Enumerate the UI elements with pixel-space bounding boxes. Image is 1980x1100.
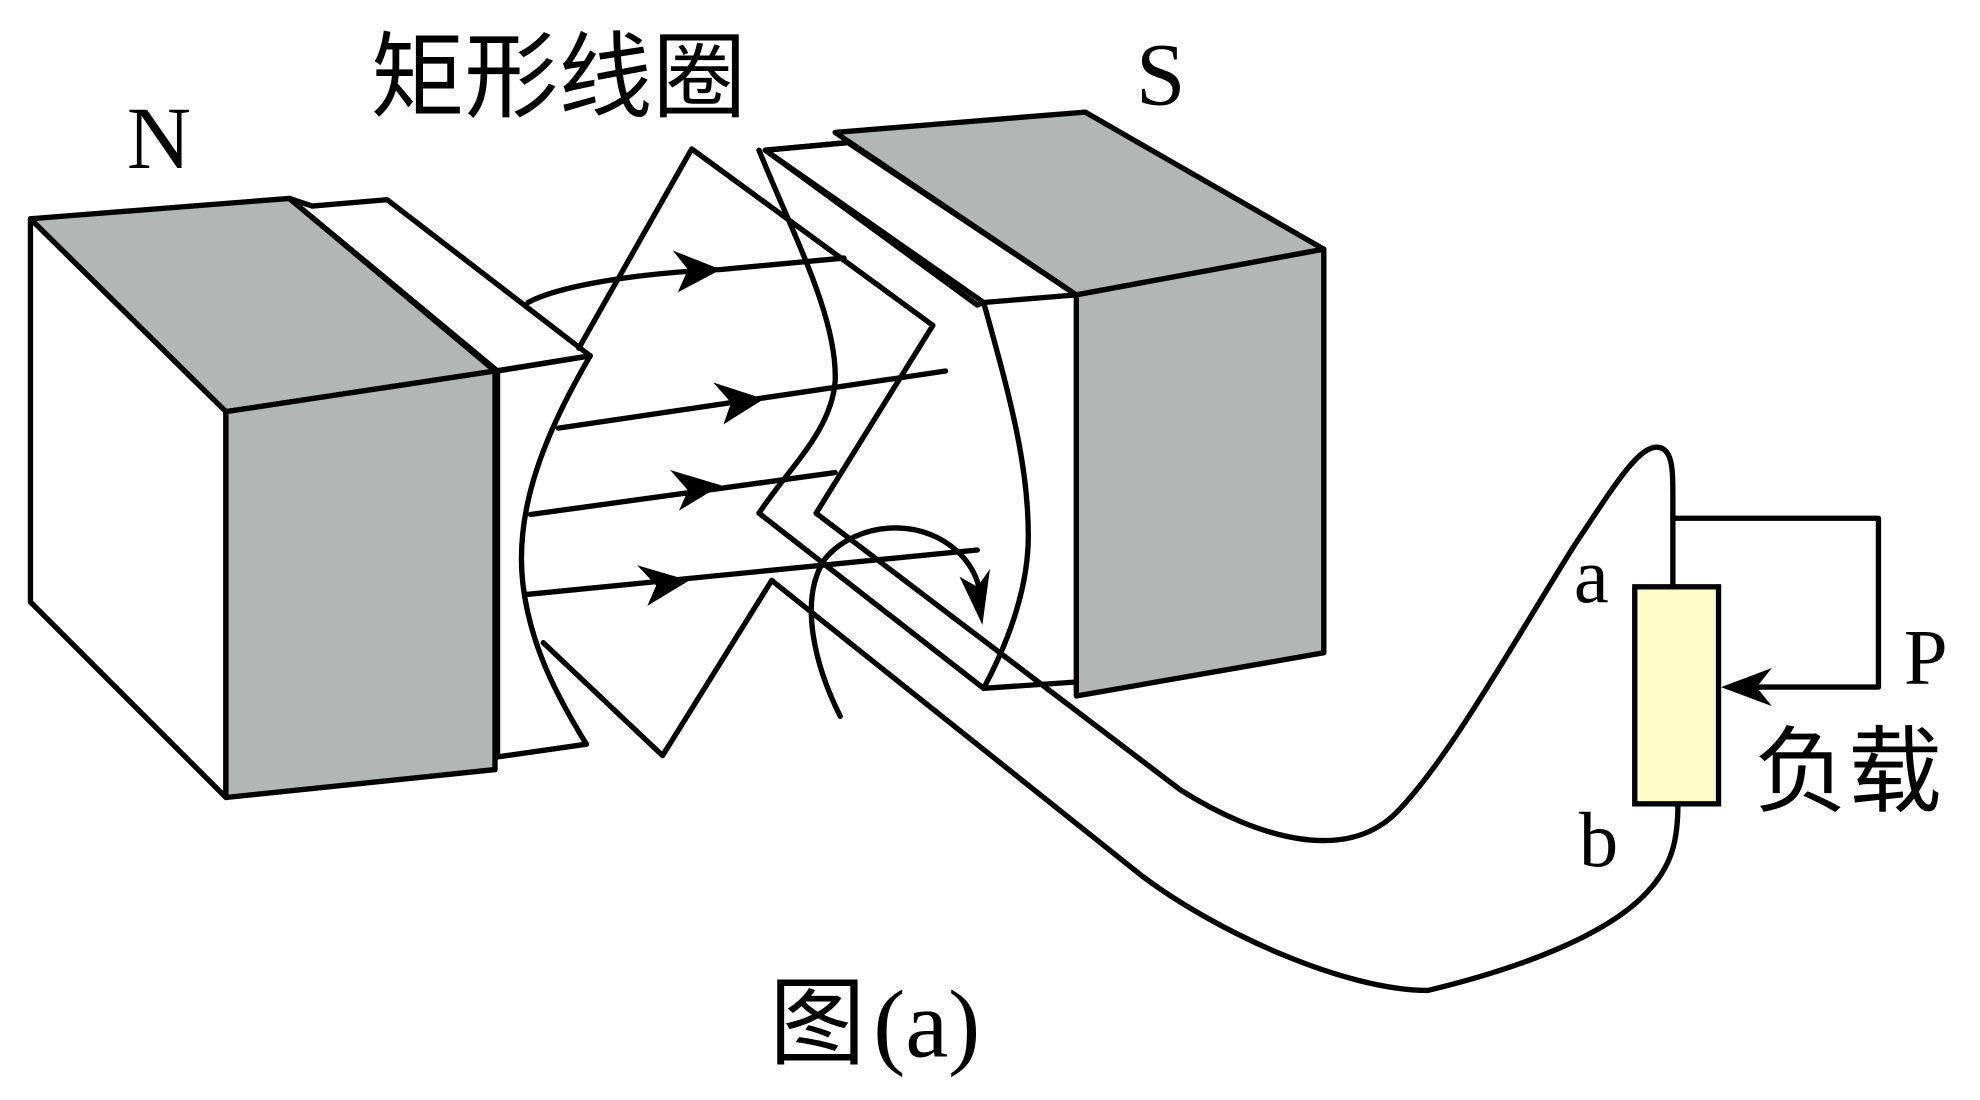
lead-wire-b xyxy=(769,577,1681,994)
terminal-a-label: a xyxy=(1574,533,1609,620)
north-pole-piece-front xyxy=(494,368,590,760)
rotation-arrow xyxy=(808,525,990,719)
arrow-head-icon xyxy=(672,250,721,293)
terminal-b-label: b xyxy=(1579,797,1618,884)
south-pole-curved-face xyxy=(980,299,1031,692)
caption-prefix: 图 xyxy=(769,966,865,1079)
coil-back-side xyxy=(756,147,838,516)
arrow-head-icon xyxy=(713,382,765,425)
figure-caption: 图 (a) xyxy=(769,966,980,1079)
north-pole-label: N xyxy=(127,90,191,188)
south-magnet-front-face xyxy=(1073,246,1327,699)
rotation-arc xyxy=(808,525,983,719)
field-line-2 xyxy=(555,368,949,431)
south-pole-label: S xyxy=(1136,26,1185,124)
north-pole-curved-face xyxy=(518,353,593,747)
load-label: 负载 xyxy=(1754,718,1942,827)
north-pole-piece-edge xyxy=(492,353,593,374)
north-magnet-front-face xyxy=(223,368,498,801)
south-pole-piece-top-edge xyxy=(762,139,851,153)
caption-suffix: (a) xyxy=(873,970,980,1077)
rotation-arrow-head-icon xyxy=(959,569,990,625)
south-magnet xyxy=(762,109,1327,699)
coil-lead-inner xyxy=(756,510,987,692)
magnetic-field-lines xyxy=(524,250,980,606)
lead-wire-a xyxy=(813,444,1676,844)
slider-wire xyxy=(1670,515,1882,690)
slider-arrow-icon[interactable] xyxy=(1721,668,1772,707)
arrow-head-icon xyxy=(670,470,721,511)
coil-lower-edge xyxy=(540,577,775,759)
arrow-head-icon xyxy=(637,565,690,606)
load-resistor xyxy=(1632,515,1882,807)
rectangular-coil xyxy=(518,146,1681,994)
field-line-1 xyxy=(525,250,847,306)
south-pole-piece-inner-edge xyxy=(762,147,987,306)
field-line-3 xyxy=(527,469,838,518)
south-pole-piece-bottom-edge xyxy=(980,679,1079,692)
north-magnet xyxy=(27,195,593,801)
load-body xyxy=(1632,584,1722,807)
coil-upper-edge xyxy=(576,146,936,516)
coil-label: 矩形线圈 xyxy=(371,24,747,133)
slider-p-label: P xyxy=(1904,614,1948,701)
field-line-4 xyxy=(524,547,980,606)
